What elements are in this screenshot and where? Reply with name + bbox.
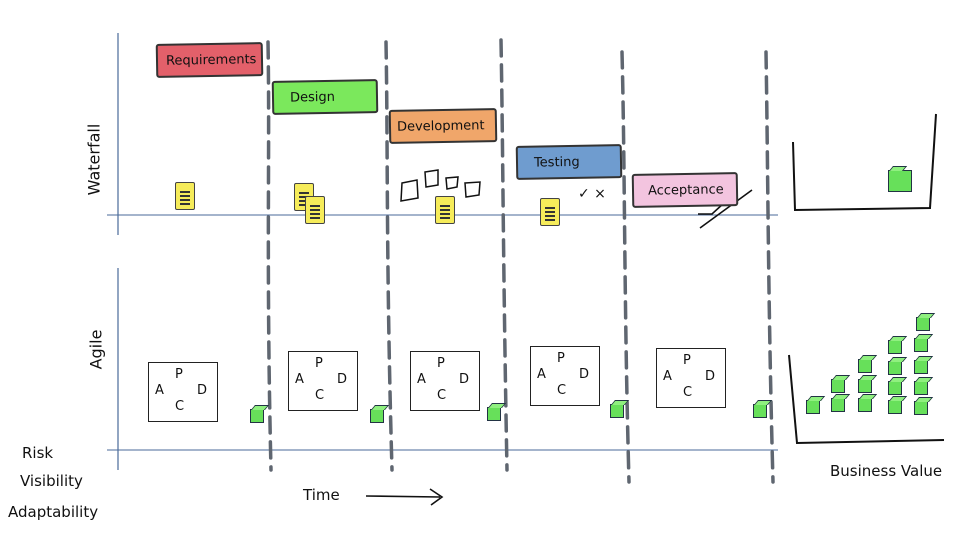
cube-icon [914, 338, 928, 352]
pdca-check: C [557, 383, 567, 398]
pdca-do: D [705, 369, 716, 384]
paper-sketches [400, 169, 481, 202]
cube-icon [250, 409, 264, 423]
divider-3 [499, 38, 509, 472]
pdca-check: C [683, 385, 693, 400]
pdca-act: A [537, 367, 546, 382]
document-icon [435, 196, 455, 224]
time-axis-label: Time [303, 486, 340, 504]
pdca-plan: P [315, 356, 323, 371]
pdca-act: A [663, 369, 672, 384]
arrow-right-icon [365, 488, 444, 506]
pdca-do: D [579, 367, 590, 382]
pdca-cycle-icon: P D C A [148, 362, 218, 422]
cube-icon [370, 409, 384, 423]
pdca-plan: P [557, 351, 565, 366]
pdca-act: A [295, 372, 304, 387]
phase-design: Design [271, 79, 379, 115]
divider-4 [620, 50, 631, 484]
phase-acceptance: Acceptance [631, 172, 739, 208]
pdca-do: D [197, 383, 208, 398]
cube-icon [888, 400, 902, 414]
cube-icon [753, 404, 767, 418]
cube-icon [914, 381, 928, 395]
waterfall-row-label: Waterfall [84, 123, 104, 196]
business-value-label: Business Value [830, 462, 943, 480]
phase-development: Development [388, 108, 498, 144]
pdca-plan: P [175, 367, 183, 382]
pdca-plan: P [683, 353, 691, 368]
factor-risk: Risk [22, 444, 54, 462]
cube-icon [888, 340, 902, 354]
pdca-act: A [155, 383, 164, 398]
pdca-check: C [315, 388, 325, 403]
phase-requirements: Requirements [155, 42, 264, 78]
cube-icon [858, 398, 872, 412]
cube-icon [831, 398, 845, 412]
cube-icon [487, 407, 501, 421]
agile-value-chart [788, 354, 945, 445]
cube-icon [858, 359, 872, 373]
factor-visibility: Visibility [20, 472, 83, 490]
pdca-act: A [417, 372, 426, 387]
divider-5 [764, 50, 775, 484]
waterfall-value-chart [792, 113, 937, 212]
cube-icon [914, 360, 928, 374]
pdca-cycle-icon: P D C A [530, 346, 600, 406]
cube-icon [888, 381, 902, 395]
pdca-check: C [437, 388, 447, 403]
cube-icon [858, 379, 872, 393]
pdca-cycle-icon: P D C A [656, 348, 726, 408]
cube-icon [914, 401, 928, 415]
pdca-plan: P [437, 356, 445, 371]
cube-icon [831, 379, 845, 393]
phase-testing: Testing [515, 144, 623, 180]
cube-icon [806, 400, 820, 414]
pdca-cycle-icon: P D C A [410, 351, 480, 411]
divider-1 [266, 40, 273, 472]
pdca-cycle-icon: P D C A [288, 351, 358, 411]
cube-icon [916, 317, 930, 331]
document-icon [305, 196, 325, 224]
pdca-do: D [337, 372, 348, 387]
cube-icon [888, 170, 912, 192]
agile-row-label: Agile [86, 329, 106, 370]
checkmark-icon [698, 189, 753, 229]
factor-adaptability: Adaptability [8, 503, 99, 521]
pdca-do: D [459, 372, 470, 387]
document-icon [175, 182, 195, 210]
test-result-marks: ✓ × [578, 186, 606, 202]
cube-icon [610, 404, 624, 418]
cube-icon [888, 361, 902, 375]
document-icon [540, 198, 560, 226]
pdca-check: C [175, 399, 185, 414]
divider-2 [384, 40, 394, 472]
